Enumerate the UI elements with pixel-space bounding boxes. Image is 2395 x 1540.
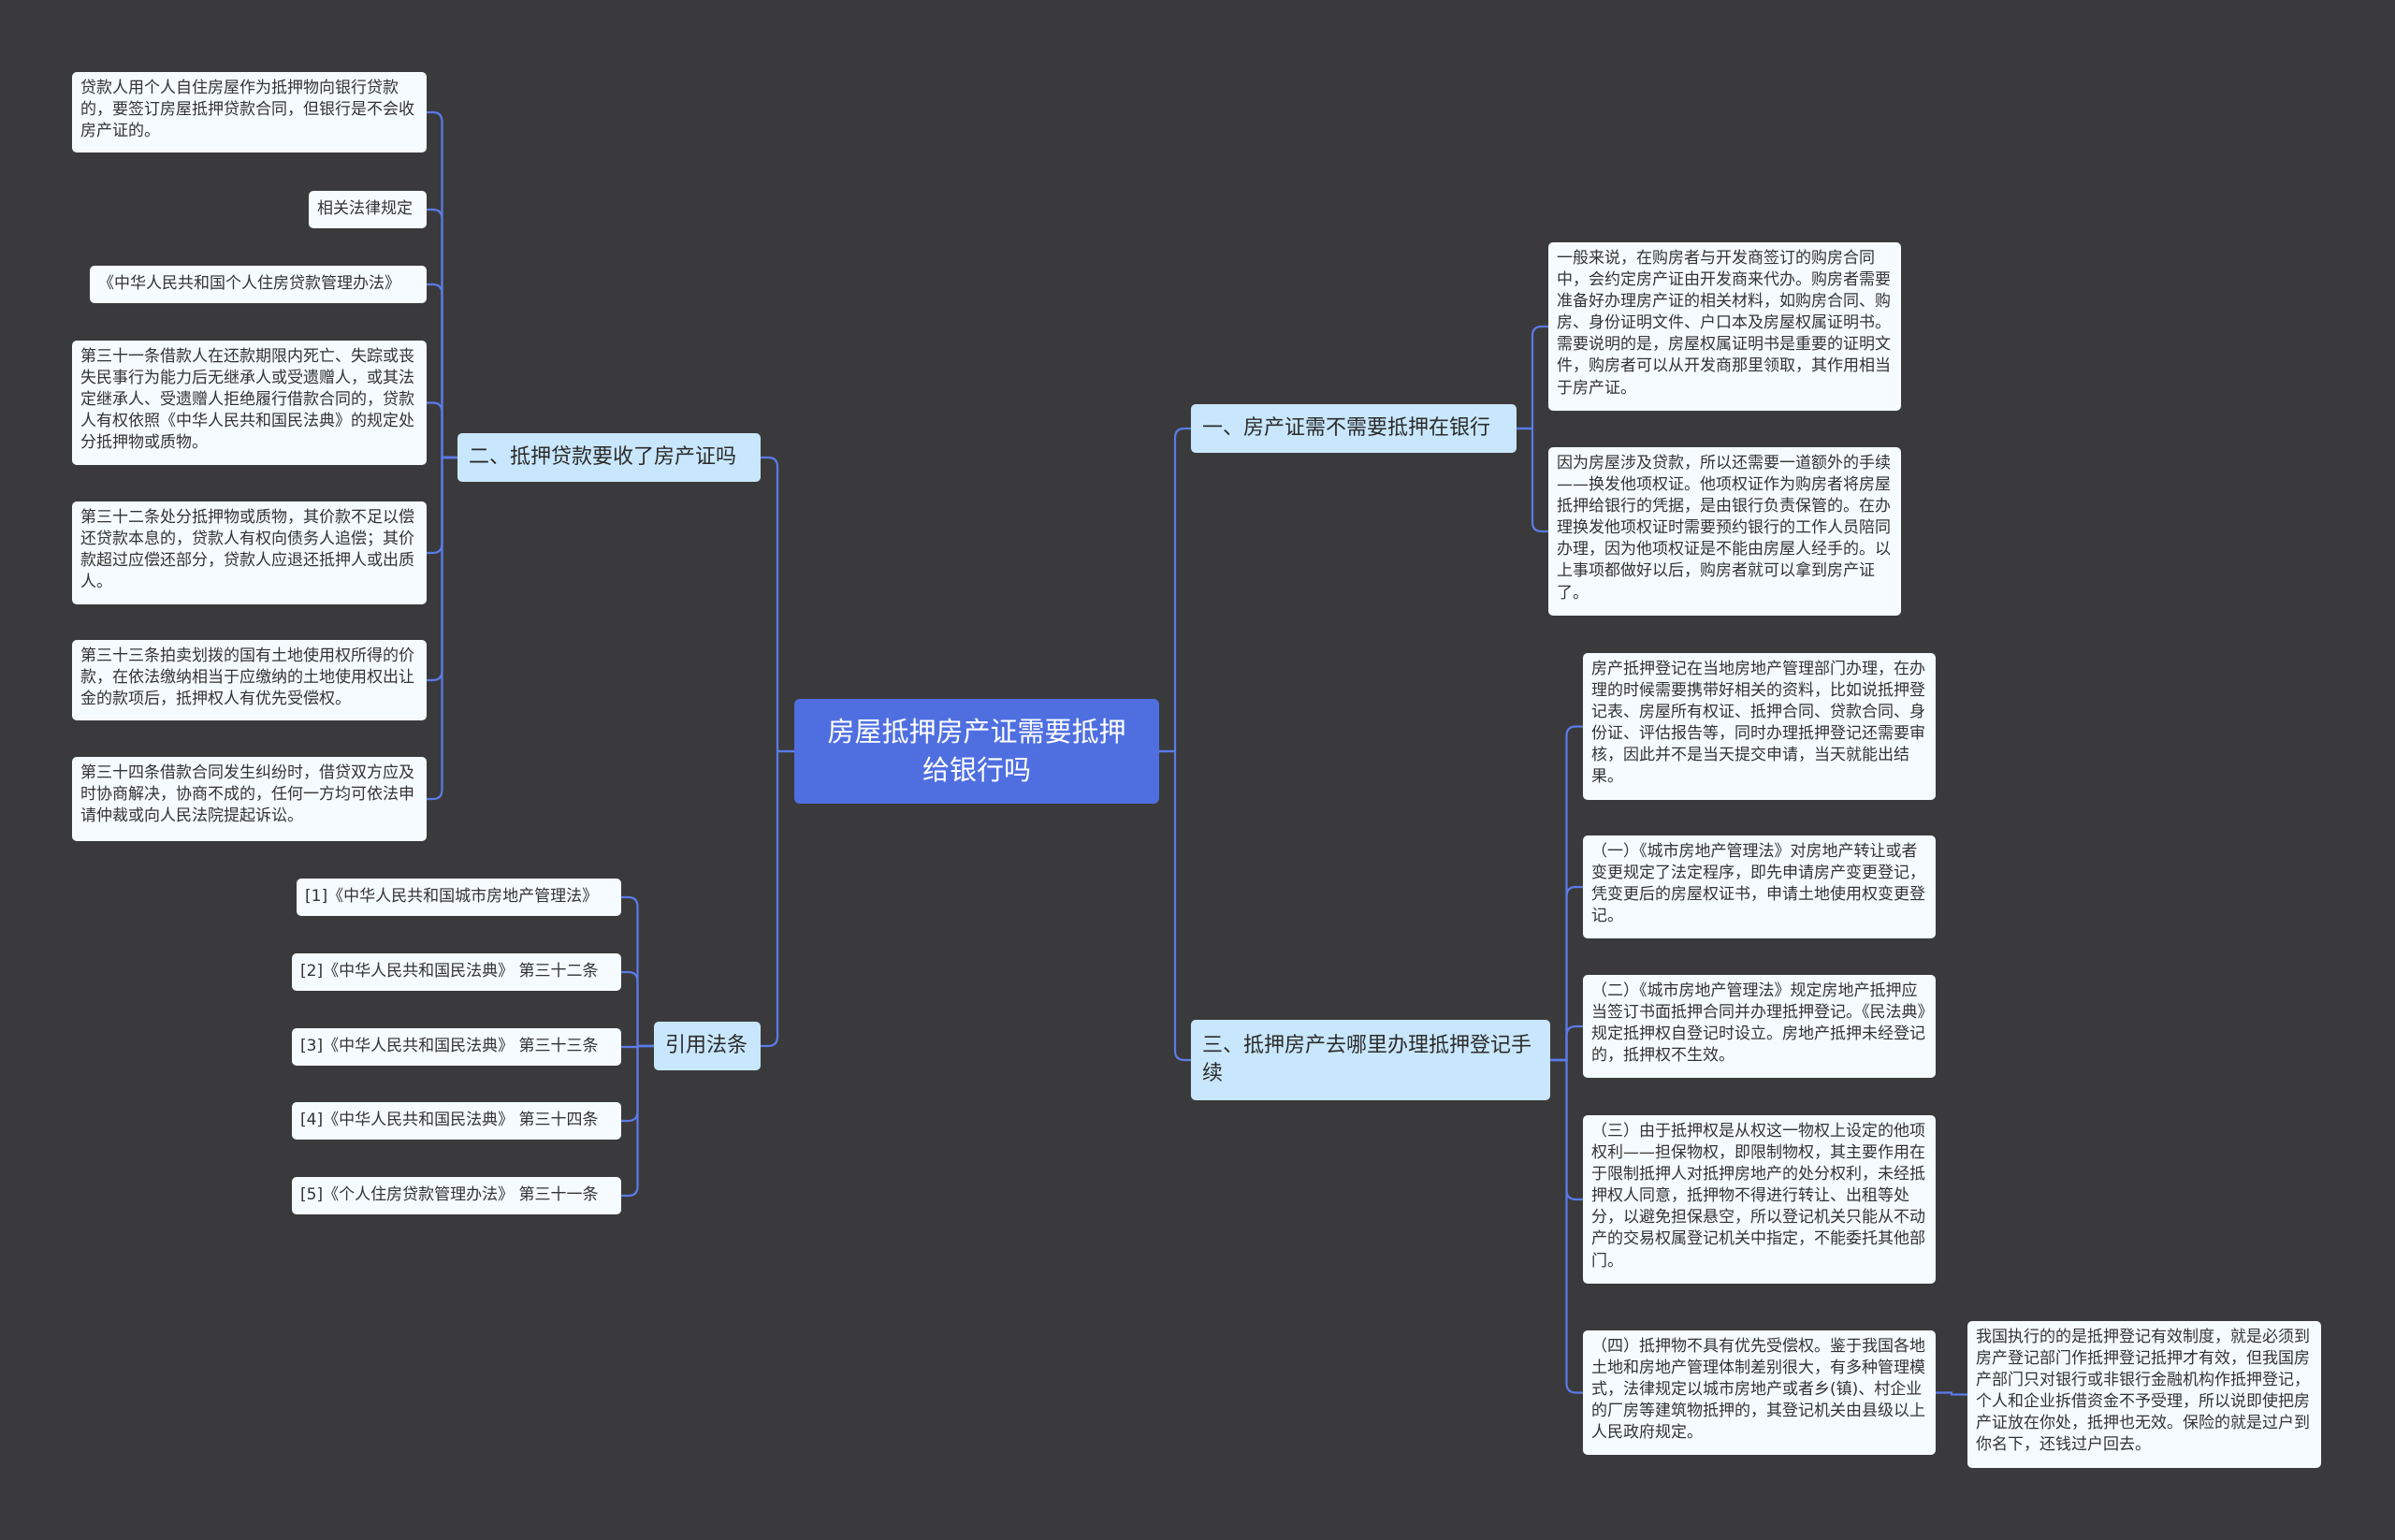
leaf-topic[interactable]: [3]《中华人民共和国民法典》 第三十三条 xyxy=(292,1028,621,1066)
connector-line xyxy=(427,110,457,459)
leaf-topic[interactable]: 房产抵押登记在当地房地产管理部门办理，在办理的时候需要携带好相关的资料，比如说抵… xyxy=(1583,653,1936,800)
branch-topic-4[interactable]: 引用法条 xyxy=(654,1022,761,1070)
leaf-topic[interactable]: （四）抵押物不具有优先受偿权。鉴于我国各地土地和房地产管理体制差别很大，有多种管… xyxy=(1583,1330,1936,1455)
leaf-topic[interactable]: （三）由于抵押权是从权这一物权上设定的他项权利——担保物权，即限制物权，其主要作… xyxy=(1583,1115,1936,1284)
leaf-topic[interactable]: 第三十二条处分抵押物或质物，其价款不足以偿还贷款本息的，贷款人有权向债务人追偿；… xyxy=(72,501,427,604)
connector-line xyxy=(621,1044,654,1198)
branch-topic-1[interactable]: 一、房产证需不需要抵押在银行 xyxy=(1191,404,1517,453)
connector-line xyxy=(1936,1391,1967,1396)
connector-line xyxy=(1517,325,1548,430)
leaf-topic[interactable]: [2]《中华人民共和国民法典》 第三十二条 xyxy=(292,953,621,991)
root-topic[interactable]: 房屋抵押房产证需要抵押给银行吗 xyxy=(794,699,1159,804)
branch-topic-3[interactable]: 三、抵押房产去哪里办理抵押登记手续 xyxy=(1191,1020,1550,1100)
connector-line xyxy=(1159,749,1191,1062)
connector-line xyxy=(1159,427,1191,753)
connector-line xyxy=(1550,1058,1583,1394)
connector-line xyxy=(427,401,457,459)
connector-line xyxy=(1550,1024,1583,1062)
leaf-topic[interactable]: [5]《个人住房贷款管理办法》 第三十一条 xyxy=(292,1177,621,1214)
leaf-topic[interactable]: 第三十四条借款合同发生纠纷时，借贷双方应及时协商解决，协商不成的，任何一方均可依… xyxy=(72,757,427,841)
leaf-topic[interactable]: （二）《城市房地产管理法》规定房地产抵押应当签订书面抵押合同并办理抵押登记。《民… xyxy=(1583,975,1936,1078)
leaf-topic[interactable]: 第三十一条借款人在还款期限内死亡、失踪或丧失民事行为能力后无继承人或受遗赠人，或… xyxy=(72,341,427,465)
connector-line xyxy=(1517,427,1548,533)
leaf-topic[interactable]: 我国执行的的是抵押登记有效制度，就是必须到房产登记部门作抵押登记抵押才有效，但我… xyxy=(1967,1321,2321,1468)
connector-line xyxy=(621,970,654,1048)
connector-line xyxy=(427,208,457,459)
leaf-topic[interactable]: 相关法律规定 xyxy=(309,191,427,228)
leaf-topic[interactable]: 因为房屋涉及贷款，所以还需要一道额外的手续——换发他项权证。他项权证作为购房者将… xyxy=(1548,447,1901,616)
leaf-topic[interactable]: [4]《中华人民共和国民法典》 第三十四条 xyxy=(292,1102,621,1140)
connector-line xyxy=(427,283,457,459)
branch-topic-2[interactable]: 二、抵押贷款要收了房产证吗 xyxy=(457,433,761,482)
connector-line xyxy=(427,456,457,801)
connector-line xyxy=(1550,725,1583,1062)
leaf-topic[interactable]: 第三十三条拍卖划拨的国有土地使用权所得的价款，在依法缴纳相当于应缴纳的土地使用权… xyxy=(72,640,427,720)
connector-line xyxy=(621,895,654,1048)
leaf-topic[interactable]: [1]《中华人民共和国城市房地产管理法》 xyxy=(297,879,621,916)
connector-line xyxy=(1550,885,1583,1062)
leaf-topic[interactable]: 贷款人用个人自住房屋作为抵押物向银行贷款的，要签订房屋抵押贷款合同，但银行是不会… xyxy=(72,72,427,153)
leaf-topic[interactable]: （一）《城市房地产管理法》对房地产转让或者变更规定了法定程序，即先申请房产变更登… xyxy=(1583,835,1936,938)
leaf-topic[interactable]: 《中华人民共和国个人住房贷款管理办法》 xyxy=(90,266,427,303)
connector-line xyxy=(761,749,794,1048)
connector-line xyxy=(761,456,794,753)
leaf-topic[interactable]: 一般来说，在购房者与开发商签订的购房合同中，会约定房产证由开发商来代办。购房者需… xyxy=(1548,242,1901,411)
